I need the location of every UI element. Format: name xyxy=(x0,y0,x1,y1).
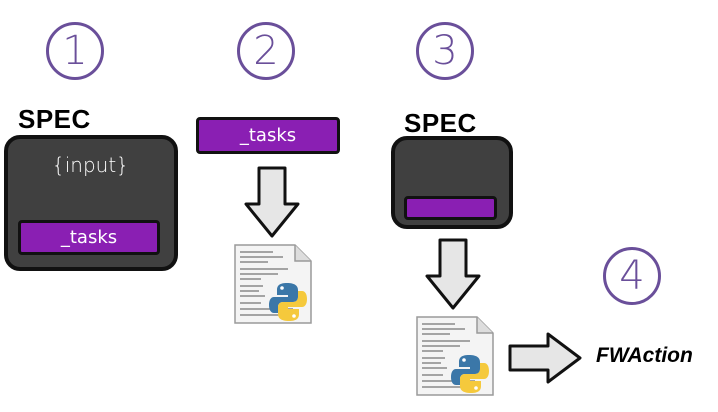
fwaction-label: FWAction xyxy=(596,344,693,367)
tasks-bar-3 xyxy=(404,196,497,220)
tasks-bar-1: _tasks xyxy=(18,220,160,255)
step-2-number: 2 xyxy=(253,28,279,74)
step-2-circle: 2 xyxy=(237,22,295,80)
input-label: {input} xyxy=(52,153,129,177)
step-1-number: 1 xyxy=(62,28,88,74)
step-4-number: 4 xyxy=(619,253,645,299)
spec-label-3: SPEC xyxy=(404,108,477,138)
step-3-circle: 3 xyxy=(416,22,474,80)
step-3-number: 3 xyxy=(432,28,458,74)
python-script-icon xyxy=(234,244,312,324)
right-arrow-icon xyxy=(508,332,582,384)
step-4-circle: 4 xyxy=(603,247,661,305)
down-arrow-icon xyxy=(244,166,300,238)
down-arrow-icon xyxy=(425,238,481,310)
spec-label-1: SPEC xyxy=(18,104,91,134)
python-script-icon xyxy=(416,316,494,396)
tasks-bar-2: _tasks xyxy=(196,117,340,154)
step-1-circle: 1 xyxy=(46,22,104,80)
